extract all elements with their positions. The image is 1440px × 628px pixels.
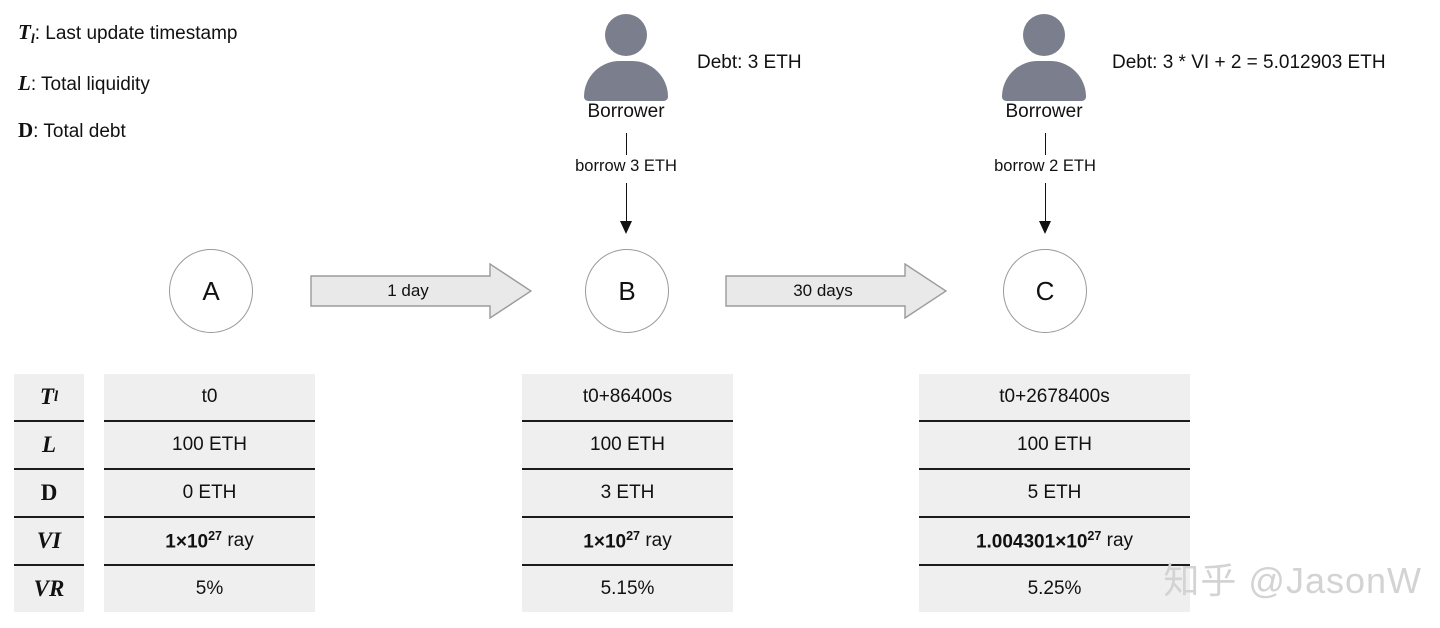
legend: Tl: Last update timestamp L: Total liqui… xyxy=(18,22,238,167)
legend-symbol: D xyxy=(18,117,34,142)
table-column-c: t0+2678400s 100 ETH 5 ETH 1.004301×1027 … xyxy=(919,374,1190,612)
table-cell: 100 ETH xyxy=(522,420,733,468)
table-row-label-vi: VI xyxy=(14,516,84,564)
table-row-label-d: D xyxy=(14,468,84,516)
person-icon xyxy=(578,14,674,101)
table-row-label-l: L xyxy=(14,420,84,468)
block-arrow-shape xyxy=(310,263,532,319)
table-cell: 100 ETH xyxy=(919,420,1190,468)
table-cell: 3 ETH xyxy=(522,468,733,516)
table-cell: 100 ETH xyxy=(104,420,315,468)
debt-note-b: Debt: 3 ETH xyxy=(697,52,802,73)
table-cell: t0+2678400s xyxy=(919,374,1190,420)
arrow-head-icon xyxy=(620,221,632,234)
table-cell: 5 ETH xyxy=(919,468,1190,516)
arrow-line-bottom xyxy=(1045,183,1046,223)
block-arrow-shape xyxy=(725,263,947,319)
table-cell: 5.25% xyxy=(919,564,1190,612)
legend-item-tl: Tl: Last update timestamp xyxy=(18,22,238,47)
table-row-label-vr: VR xyxy=(14,564,84,612)
table-column-b: t0+86400s 100 ETH 3 ETH 1×1027 ray 5.15% xyxy=(522,374,733,612)
person-body-icon xyxy=(1002,61,1086,101)
transition-arrow-1-day: 1 day xyxy=(310,263,532,319)
state-circle-b: B xyxy=(585,249,669,333)
actor-label: Borrower xyxy=(587,101,665,122)
state-circle-a: A xyxy=(169,249,253,333)
borrow-label: borrow 3 ETH xyxy=(575,157,677,175)
table-column-a: t0 100 ETH 0 ETH 1×1027 ray 5% xyxy=(104,374,315,612)
arrow-head-icon xyxy=(1039,221,1051,234)
watermark: 知乎 @JasonW xyxy=(1163,560,1422,601)
legend-symbol: Tl xyxy=(18,20,35,47)
person-head-icon xyxy=(605,14,647,56)
legend-description: : Total debt xyxy=(33,120,126,142)
person-head-icon xyxy=(1023,14,1065,56)
table-cell: 5% xyxy=(104,564,315,612)
legend-item-l: L: Total liquidity xyxy=(18,70,238,95)
table-cell-vi: 1.004301×1027 ray xyxy=(919,516,1190,564)
table-cell: t0 xyxy=(104,374,315,420)
table-cell: 5.15% xyxy=(522,564,733,612)
legend-description: : Total liquidity xyxy=(30,73,150,95)
transition-arrow-30-days: 30 days xyxy=(725,263,947,319)
person-body-icon xyxy=(584,61,668,101)
actor-label: Borrower xyxy=(1005,101,1083,122)
arrow-line-bottom xyxy=(626,183,627,223)
person-icon xyxy=(996,14,1092,101)
borrow-label: borrow 2 ETH xyxy=(994,157,1096,175)
table-cell-vi: 1×1027 ray xyxy=(522,516,733,564)
legend-item-d: D: Total debt xyxy=(18,117,238,142)
table-cell: 0 ETH xyxy=(104,468,315,516)
legend-description: : Last update timestamp xyxy=(34,23,238,44)
state-circle-c: C xyxy=(1003,249,1087,333)
arrow-line-top xyxy=(626,133,627,155)
actor-borrower-2: Borrower xyxy=(959,14,1129,123)
table-cell-vi: 1×1027 ray xyxy=(104,516,315,564)
legend-symbol-subscript: l xyxy=(30,31,35,47)
debt-note-c: Debt: 3 * VI + 2 = 5.012903 ETH xyxy=(1112,52,1386,73)
arrow-line-top xyxy=(1045,133,1046,155)
actor-borrower-1: Borrower xyxy=(541,14,711,123)
table-cell: t0+86400s xyxy=(522,374,733,420)
legend-symbol: L xyxy=(18,70,31,95)
